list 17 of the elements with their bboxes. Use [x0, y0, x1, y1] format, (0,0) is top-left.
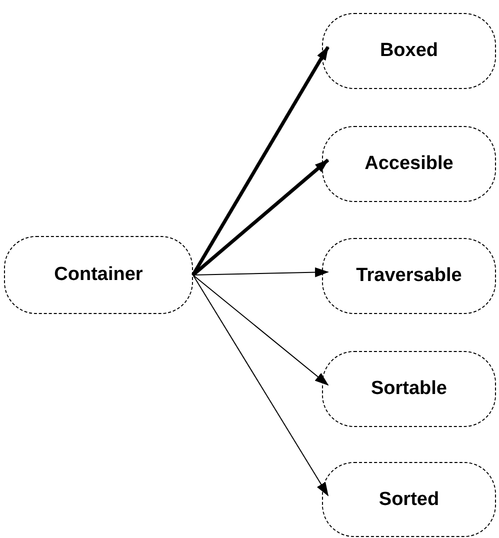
node-label: Sortable [370, 378, 448, 400]
node-label: Accesible [364, 153, 454, 175]
node-label: Sorted [378, 488, 440, 510]
rounded-box [322, 126, 496, 202]
rounded-box [322, 462, 496, 537]
node-label: Boxed [380, 40, 438, 62]
arrow [192, 274, 329, 386]
arrow [192, 46, 330, 276]
node-label: Traversable [356, 265, 462, 287]
node-label: Container [54, 264, 143, 286]
arrow [192, 267, 329, 278]
arrow [192, 274, 329, 496]
rounded-box [322, 351, 496, 427]
arrow [192, 158, 330, 276]
rounded-box [322, 238, 496, 314]
rounded-box [322, 13, 496, 89]
rounded-box [4, 236, 193, 314]
